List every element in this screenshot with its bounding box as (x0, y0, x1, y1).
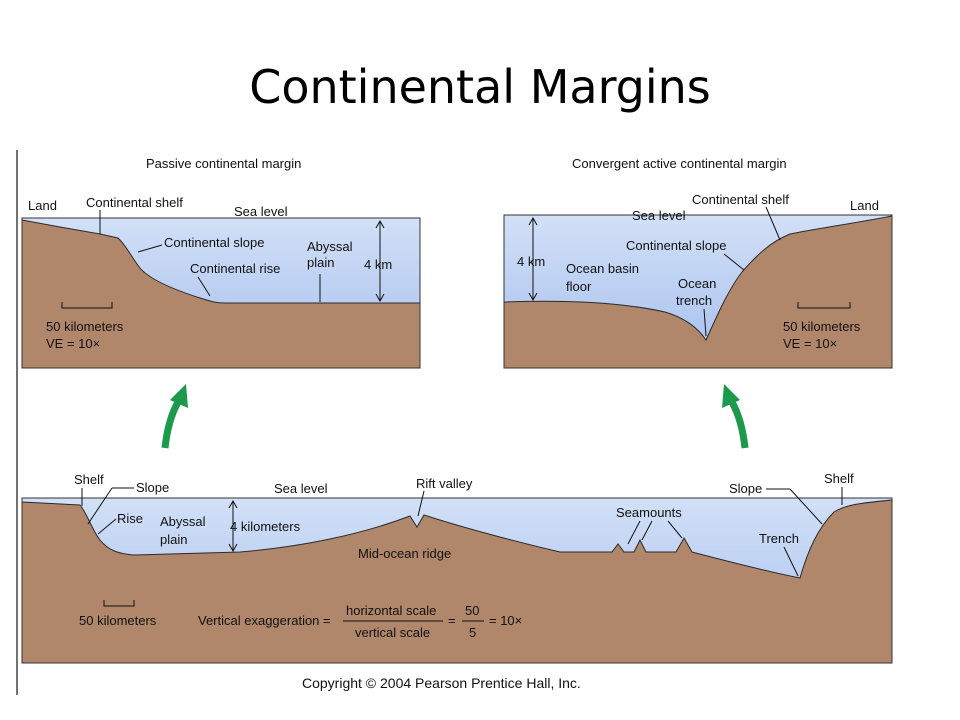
passive-header: Passive continental margin (146, 156, 301, 171)
ocean-slope-right-label: Slope (729, 481, 762, 496)
passive-shelf-label: Continental shelf (86, 195, 183, 210)
active-depth-label: 4 km (517, 254, 545, 269)
active-land (503, 215, 893, 369)
active-slope-label: Continental slope (626, 238, 726, 253)
passive-ve-label: VE = 10× (46, 336, 100, 351)
passive-scale-bar (61, 302, 113, 309)
ocean-shelf-right-label: Shelf (824, 471, 854, 486)
active-ve-label: VE = 10× (783, 336, 837, 351)
ocean-rift-valley-label: Rift valley (416, 476, 473, 491)
ocean-mid-ocean-ridge-label: Mid-ocean ridge (358, 546, 451, 561)
ocean-ve-equals: = (448, 613, 456, 628)
ocean-trench-label: Trench (759, 531, 799, 546)
ocean-ve-denominator: vertical scale (355, 625, 430, 640)
active-frame (503, 214, 893, 369)
ocean-ve-5: 5 (469, 625, 476, 640)
active-shelf-label: Continental shelf (692, 192, 789, 207)
passive-abyssal-label-2: plain (307, 255, 334, 270)
ocean-scale-bar (103, 600, 135, 607)
active-trench-label-1: Ocean (678, 276, 716, 291)
green-arrow-right (722, 384, 749, 449)
ocean-slope-left-label: Slope (136, 480, 169, 495)
ocean-sea-level-label: Sea level (274, 481, 328, 496)
passive-scale-label: 50 kilometers (46, 319, 124, 334)
passive-sea-level-label: Sea level (234, 204, 288, 219)
active-header: Convergent active continental margin (572, 156, 787, 171)
passive-land-label: Land (28, 198, 57, 213)
ocean-depth-label: 4 kilometers (230, 519, 301, 534)
active-land-label: Land (850, 198, 879, 213)
ocean-ve-result: = 10× (489, 613, 522, 628)
active-ocean-basin-label-2: floor (566, 279, 592, 294)
ocean-basin-panel: Shelf Slope Sea level Rift valley Slope … (21, 471, 893, 664)
active-scale-bar (797, 302, 851, 309)
ocean-ve-label: Vertical exaggeration = (198, 613, 331, 628)
copyright-text: Copyright © 2004 Pearson Prentice Hall, … (302, 675, 581, 691)
ocean-rise-label: Rise (117, 511, 143, 526)
passive-slope-label: Continental slope (164, 235, 264, 250)
green-arrow-left (161, 384, 188, 449)
ocean-abyssal-label-1: Abyssal (160, 514, 206, 529)
passive-frame (21, 217, 421, 369)
passive-land (21, 219, 421, 369)
passive-depth-label: 4 km (364, 257, 392, 272)
active-ocean-basin-label-1: Ocean basin (566, 261, 639, 276)
active-scale-label: 50 kilometers (783, 319, 861, 334)
ocean-scale-label: 50 kilometers (79, 613, 157, 628)
ocean-seamounts-label: Seamounts (616, 505, 682, 520)
ocean-frame (21, 497, 893, 664)
passive-rise-label: Continental rise (190, 261, 280, 276)
slide-title: Continental Margins (249, 60, 711, 114)
ocean-shelf-left-label: Shelf (74, 472, 104, 487)
active-margin-panel: Convergent active continental margin Con… (503, 156, 893, 369)
passive-margin-panel: Passive continental margin Land Continen… (21, 156, 421, 369)
ocean-ve-50: 50 (465, 603, 479, 618)
ocean-land (21, 499, 893, 664)
active-sea-level-label: Sea level (632, 208, 686, 223)
passive-abyssal-label-1: Abyssal (307, 239, 353, 254)
ocean-abyssal-label-2: plain (160, 532, 187, 547)
active-trench-label-2: trench (676, 293, 712, 308)
ocean-ve-numerator: horizontal scale (346, 603, 436, 618)
